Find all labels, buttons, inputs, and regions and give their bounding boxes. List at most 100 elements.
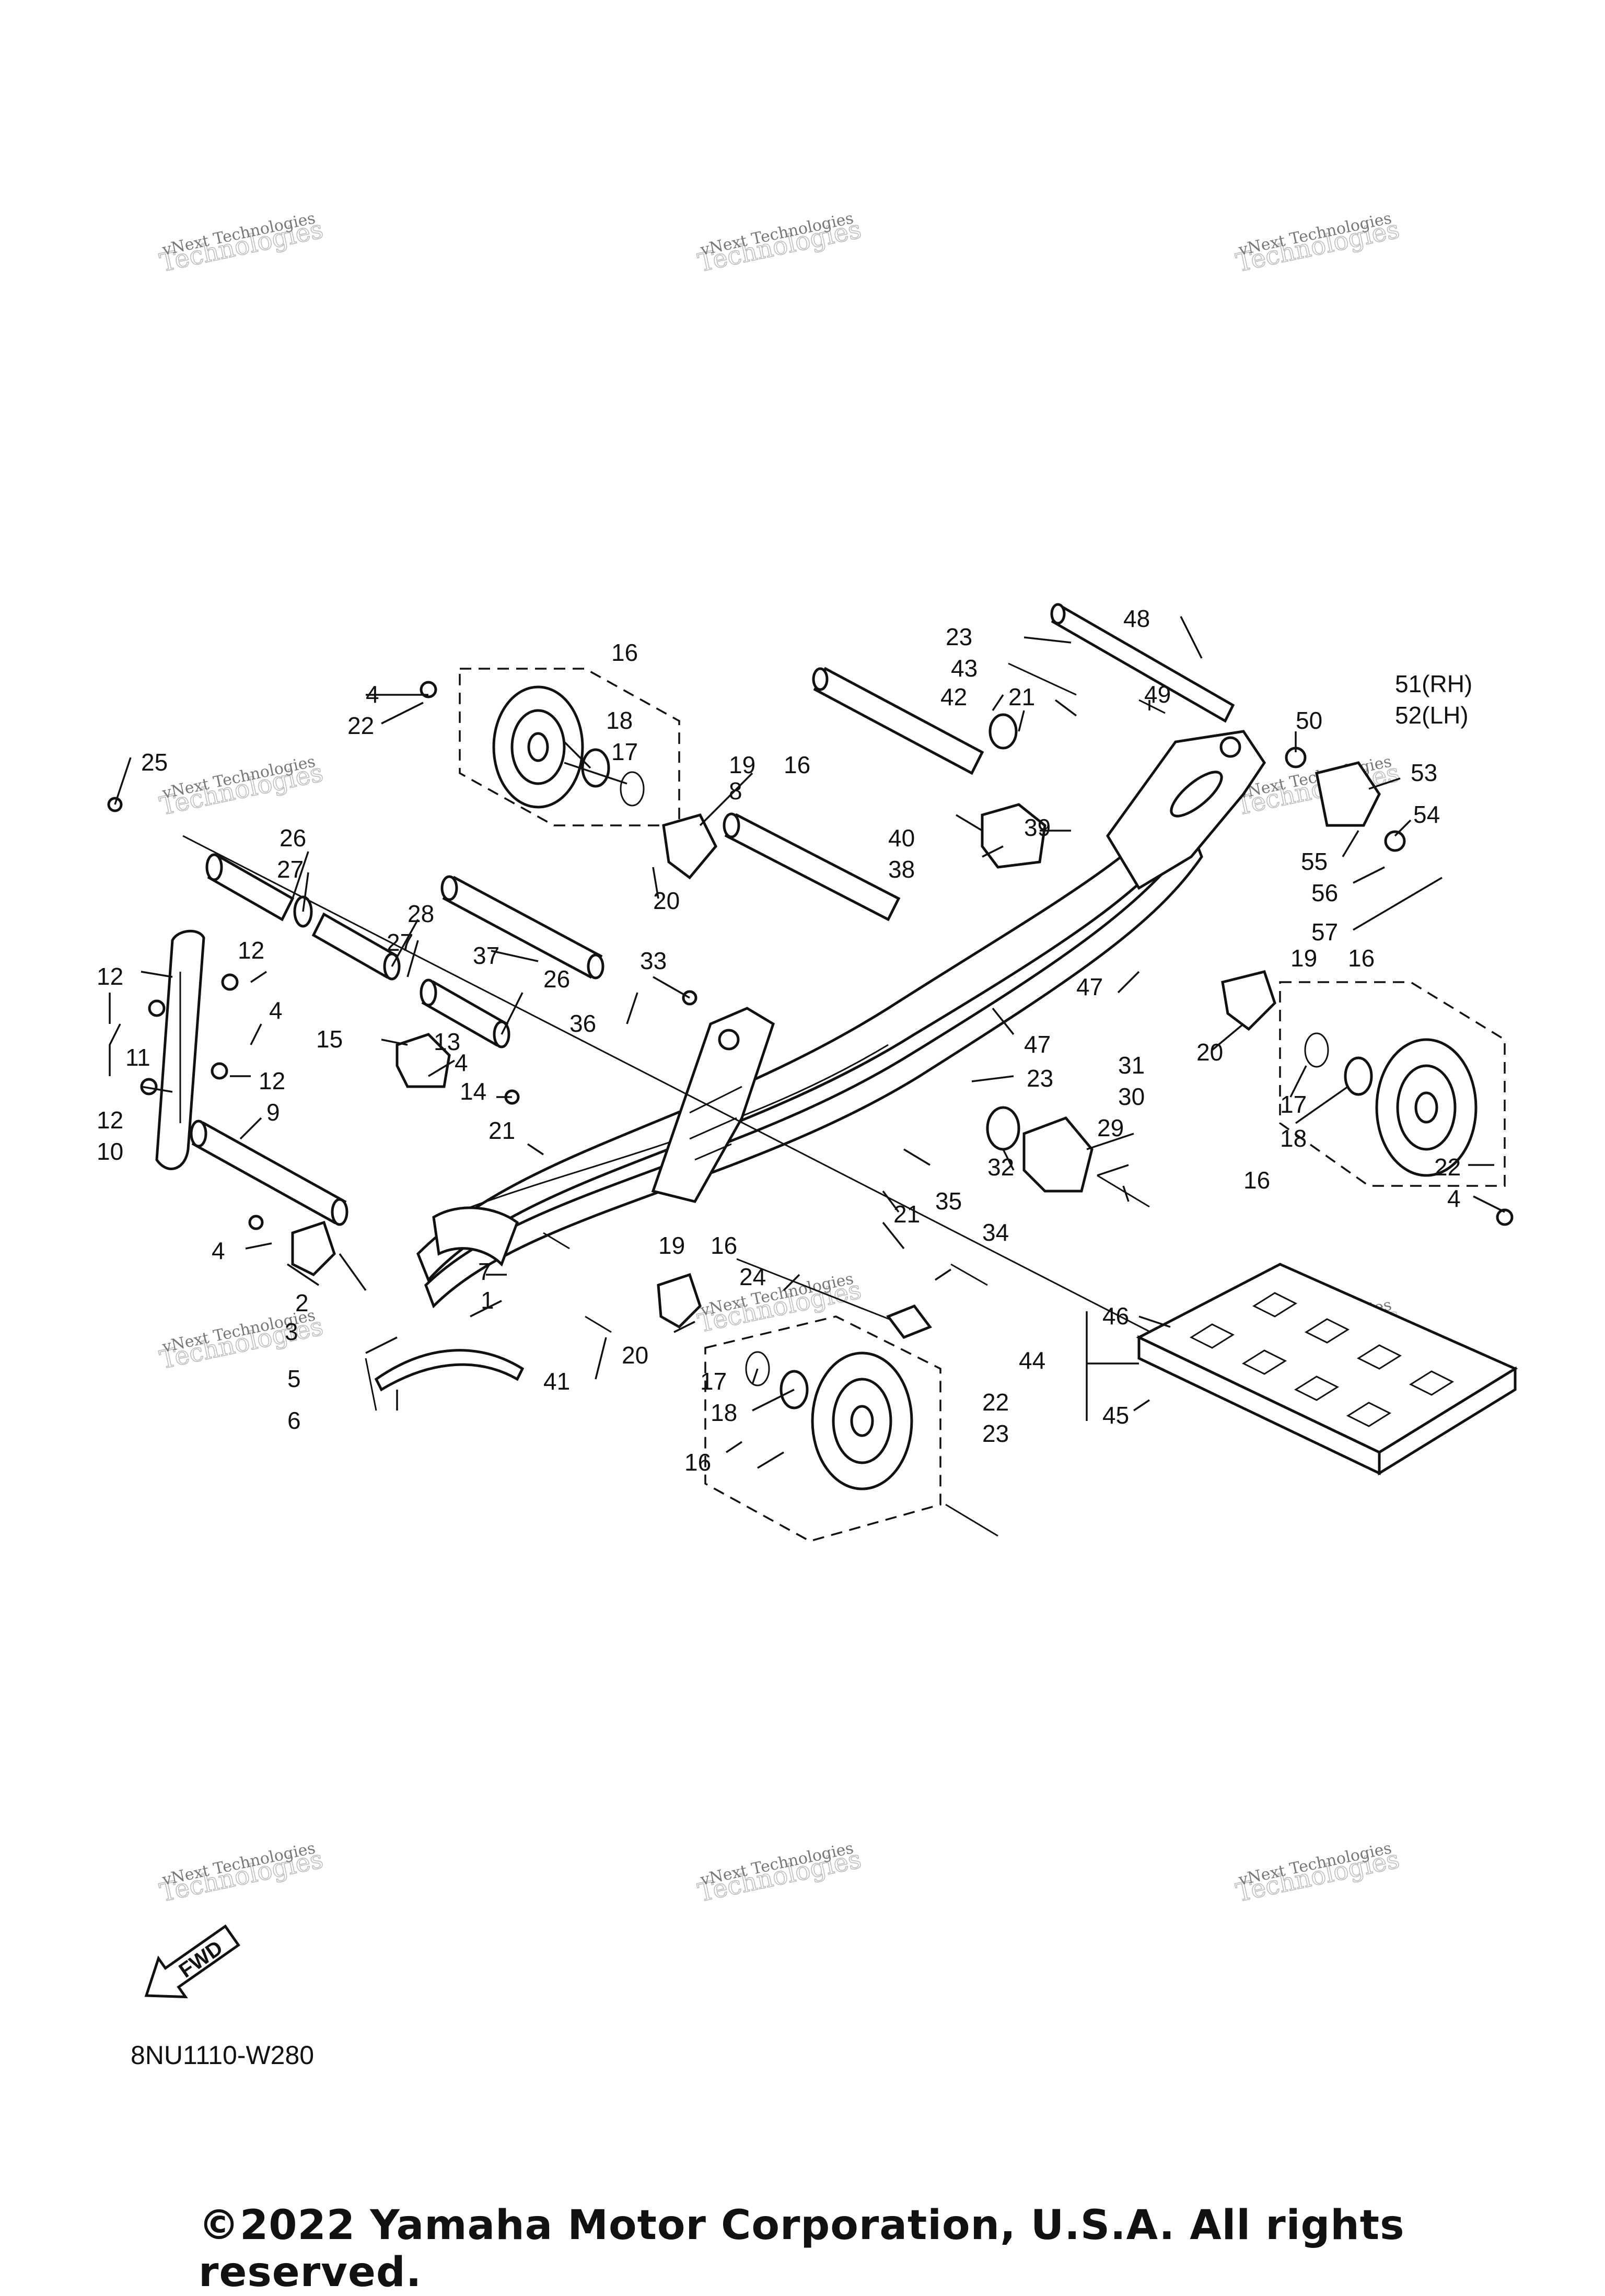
callout-27: 27: [387, 929, 413, 956]
callout-50: 50: [1296, 707, 1322, 734]
callout-21: 21: [489, 1117, 515, 1144]
callout-16: 16: [1348, 945, 1375, 972]
callout-17: 17: [1280, 1091, 1307, 1118]
callout-16: 16: [784, 751, 810, 778]
callout-13: 13: [434, 1028, 460, 1055]
callout-22: 22: [347, 712, 374, 739]
callout-44: 44: [1019, 1347, 1045, 1374]
callout-32: 32: [987, 1153, 1014, 1181]
callout-12: 12: [259, 1067, 285, 1094]
callout-20: 20: [1196, 1039, 1223, 1066]
callout-57: 57: [1311, 918, 1338, 946]
callout-4: 4: [366, 681, 379, 708]
callout-2: 2: [295, 1289, 309, 1316]
callout-49: 49: [1144, 681, 1171, 708]
watermark: Technologies vNext Technologies: [157, 1839, 326, 1908]
callout-16: 16: [611, 639, 638, 666]
callout-42: 42: [940, 683, 967, 710]
callout-4: 4: [269, 997, 283, 1024]
copyright-notice: ©2022 Yamaha Motor Corporation, U.S.A. A…: [199, 2202, 1405, 2296]
callout-52: 52(LH): [1395, 702, 1469, 729]
callout-33: 33: [640, 947, 667, 974]
callout-19: 19: [1290, 945, 1317, 972]
callout-30: 30: [1118, 1083, 1145, 1110]
callout-1: 1: [481, 1287, 494, 1314]
callout-40: 40: [888, 824, 915, 852]
callout-46: 46: [1102, 1302, 1129, 1330]
callouts: 1 2 3 4 4 4 4 4 5 6 7 8 9 10 11 12 12 12…: [97, 605, 1472, 1476]
callout-51: 51(RH): [1395, 670, 1472, 697]
fwd-arrow: FWD: [144, 1924, 240, 1999]
callout-35: 35: [935, 1187, 962, 1215]
callout-31: 31: [1118, 1052, 1145, 1079]
callout-18: 18: [711, 1399, 737, 1426]
callout-28: 28: [408, 900, 434, 927]
callout-12: 12: [97, 963, 123, 990]
callout-9: 9: [266, 1099, 280, 1126]
callout-19: 19: [658, 1232, 685, 1259]
wheel-assembly-top-left: [459, 668, 680, 826]
callout-17: 17: [611, 738, 638, 765]
watermark: Technologies vNext Technologies: [1233, 1839, 1402, 1908]
callout-12: 12: [97, 1106, 123, 1134]
track-section: [1136, 1263, 1518, 1476]
callout-20: 20: [622, 1342, 648, 1369]
callout-16: 16: [711, 1232, 737, 1259]
wheel-brackets: [657, 813, 1276, 1329]
callout-4: 4: [212, 1237, 225, 1264]
callout-56: 56: [1311, 879, 1338, 906]
callout-34: 34: [982, 1219, 1009, 1246]
bracket-31: [1022, 1116, 1094, 1193]
callout-39: 39: [1024, 814, 1051, 841]
callout-22: 22: [982, 1389, 1009, 1416]
callout-23: 23: [982, 1420, 1009, 1447]
callout-47: 47: [1024, 1031, 1051, 1058]
watermark: Technologies vNext Technologies: [157, 209, 326, 278]
bolt-54: [1384, 830, 1406, 852]
callout-21: 21: [893, 1201, 920, 1228]
callout-18: 18: [606, 707, 633, 734]
callout-19: 19: [729, 751, 755, 778]
callout-23: 23: [946, 623, 972, 650]
bracket-38: [981, 803, 1046, 869]
callout-22: 22: [1434, 1153, 1461, 1181]
callout-5: 5: [287, 1365, 301, 1392]
callout-47: 47: [1076, 973, 1103, 1000]
callout-16: 16: [684, 1449, 711, 1476]
callout-54: 54: [1413, 801, 1440, 828]
callout-15: 15: [316, 1025, 343, 1053]
callout-27: 27: [277, 856, 304, 883]
watermark: Technologies vNext Technologies: [695, 1839, 864, 1908]
diagram-code: 8NU1110-W280: [131, 2041, 315, 2070]
callout-36: 36: [569, 1010, 596, 1037]
callout-53: 53: [1411, 759, 1437, 786]
watermark: Technologies vNext Technologies: [695, 1269, 864, 1338]
callout-29: 29: [1097, 1114, 1124, 1141]
callout-26: 26: [280, 824, 306, 852]
callout-20: 20: [653, 887, 680, 914]
callout-18: 18: [1280, 1125, 1307, 1152]
slide-rail-frame: [374, 730, 1266, 1392]
callout-38: 38: [888, 856, 915, 883]
bracket-51: [1315, 761, 1381, 827]
callout-24: 24: [739, 1263, 766, 1290]
callout-21: 21: [1008, 683, 1035, 710]
leader-lines: [109, 616, 1505, 1469]
callout-16: 16: [1243, 1167, 1270, 1194]
callout-11: 11: [125, 1044, 150, 1071]
callout-14: 14: [460, 1078, 486, 1105]
callout-12: 12: [238, 937, 264, 964]
block-2: [291, 1220, 336, 1277]
watermark: Technologies vNext Technologies: [157, 752, 326, 821]
front-arm-plate: [140, 929, 239, 1170]
callout-23: 23: [1027, 1065, 1053, 1092]
callout-55: 55: [1301, 848, 1328, 875]
wheel-assembly-right: [1279, 981, 1506, 1187]
callout-43: 43: [951, 655, 978, 682]
callout-8: 8: [729, 777, 742, 805]
bushing-42: [988, 713, 1018, 750]
watermark: Technologies vNext Technologies: [695, 209, 864, 278]
callout-7: 7: [478, 1258, 492, 1285]
wheel-assembly-bottom: [704, 1315, 941, 1542]
